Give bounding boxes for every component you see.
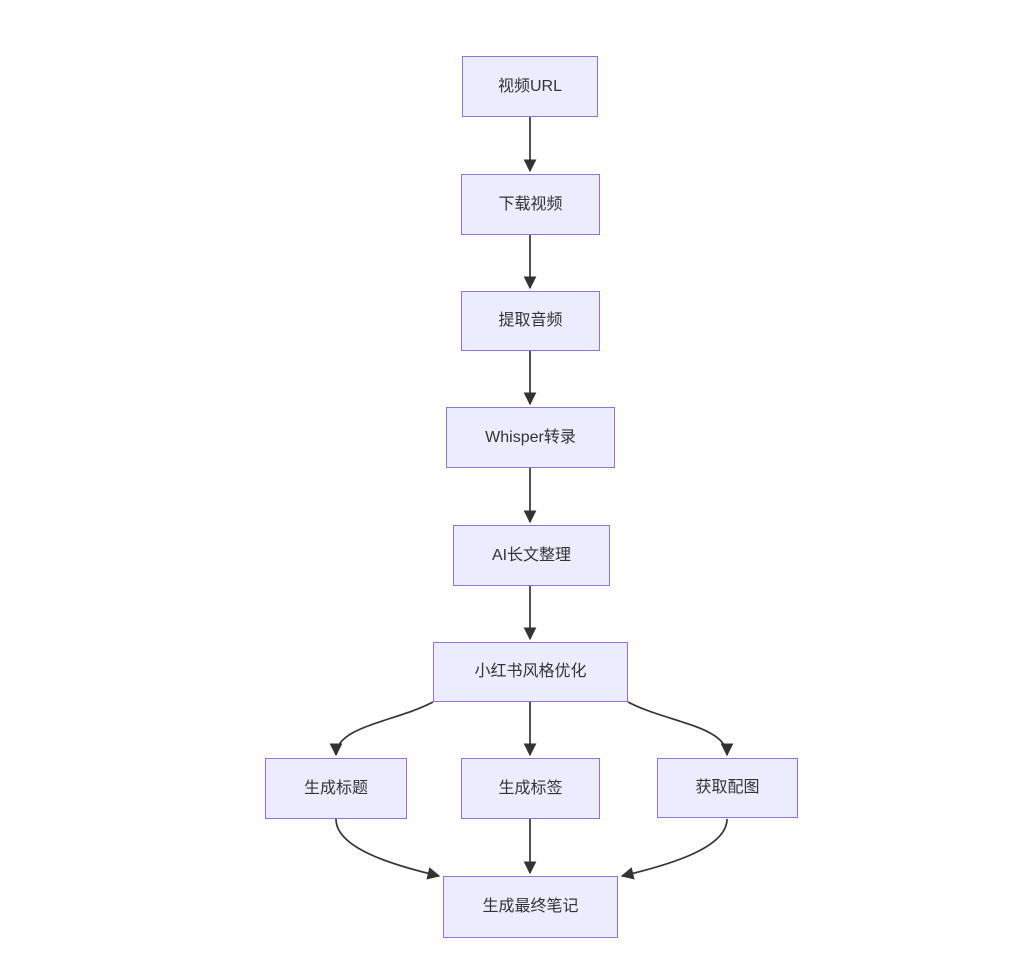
- node-generate-title: 生成标题: [265, 758, 407, 819]
- node-extract-audio-label: 提取音频: [498, 312, 563, 330]
- node-ai-longform-organize: AI长文整理: [453, 525, 610, 586]
- node-get-images-label: 获取配图: [695, 779, 760, 797]
- node-video-url: 视频URL: [462, 56, 598, 117]
- node-whisper-transcribe-label: Whisper转录: [485, 428, 576, 446]
- node-ai-longform-organize-label: AI长文整理: [491, 546, 572, 564]
- edge-xhs-style-to-gen-title: [329, 701, 434, 757]
- node-extract-audio: 提取音频: [461, 291, 600, 351]
- node-video-url-label: 视频URL: [497, 77, 562, 95]
- node-xiaohongshu-style-optimize-label: 小红书风格优化: [474, 663, 587, 681]
- node-generate-tags: 生成标签: [461, 758, 600, 819]
- node-generate-tags-label: 生成标签: [498, 779, 563, 797]
- node-xiaohongshu-style-optimize: 小红书风格优化: [433, 642, 628, 702]
- edge-get-images-to-final-note: [620, 818, 728, 880]
- node-generate-final-note: 生成最终笔记: [443, 876, 618, 938]
- node-generate-title-label: 生成标题: [303, 779, 368, 797]
- node-download-video-label: 下载视频: [498, 195, 563, 213]
- node-download-video: 下载视频: [461, 174, 600, 235]
- edge-gen-title-to-final-note: [335, 818, 441, 880]
- node-get-images: 获取配图: [657, 758, 798, 818]
- node-whisper-transcribe: Whisper转录: [446, 407, 615, 468]
- node-generate-final-note-label: 生成最终笔记: [482, 898, 579, 916]
- edge-xhs-style-to-get-images: [627, 701, 734, 757]
